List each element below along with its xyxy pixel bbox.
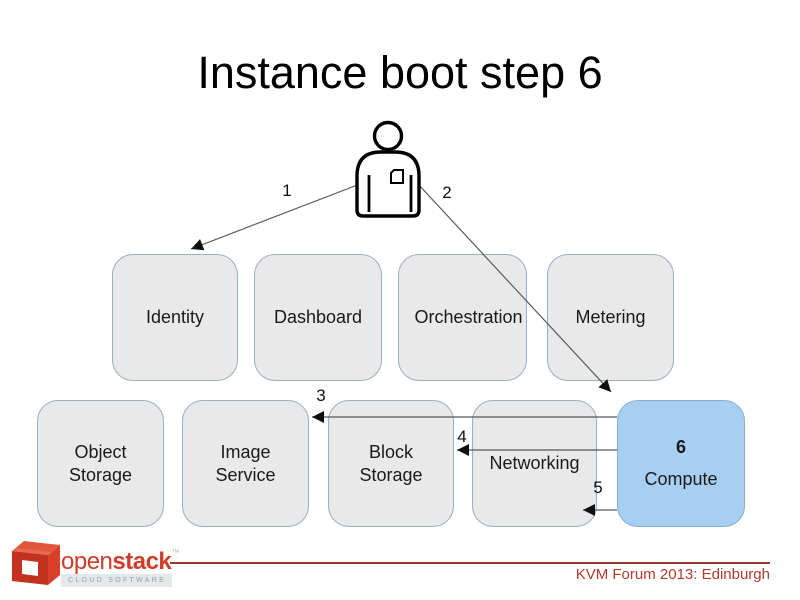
box-label-image-service: Image Service xyxy=(215,442,276,485)
box-label-identity: Identity xyxy=(145,307,205,328)
compute-step-number: 6 xyxy=(675,436,686,457)
slide-title: Instance boot step 6 xyxy=(197,47,603,98)
box-label-orchestration: Orchestration xyxy=(414,307,523,328)
box-object-storage: Object Storage xyxy=(37,400,164,527)
user-head xyxy=(372,120,404,152)
box-networking: Networking xyxy=(472,400,597,527)
openstack-logo-wordmark: openstack™ xyxy=(61,548,179,576)
box-block-storage: Block Storage xyxy=(328,400,454,527)
box-image-service: Image Service xyxy=(182,400,309,527)
box-label-metering: Metering xyxy=(575,307,646,328)
logo-text-stack: stack xyxy=(112,548,172,575)
footer-divider-line xyxy=(170,562,770,564)
arrow-label-4: 4 xyxy=(457,427,467,446)
box-label-dashboard: Dashboard xyxy=(273,307,363,328)
box-dashboard: Dashboard xyxy=(254,254,382,381)
arrow-label-2: 2 xyxy=(442,183,452,202)
box-metering: Metering xyxy=(547,254,674,381)
box-compute: 6 Compute xyxy=(617,400,745,527)
box-identity: Identity xyxy=(112,254,238,381)
arrow-1 xyxy=(190,183,361,251)
arrow-label-3: 3 xyxy=(316,386,326,405)
box-label-block-storage: Block Storage xyxy=(359,442,423,485)
openstack-logo-icon xyxy=(12,541,60,585)
logo-text-open: open xyxy=(61,548,113,575)
logo-trademark: ™ xyxy=(171,548,179,557)
arrow-label-1: 1 xyxy=(282,181,292,200)
user-pocket xyxy=(390,169,404,184)
box-label-compute: Compute xyxy=(644,468,718,489)
box-label-networking: Networking xyxy=(489,453,580,474)
user-body xyxy=(355,150,421,218)
footer-event-text: KVM Forum 2013: Edinburgh xyxy=(575,566,770,583)
logo-subtitle: CLOUD SOFTWARE xyxy=(61,574,173,587)
box-label-object-storage: Object Storage xyxy=(68,442,133,485)
user-icon xyxy=(355,120,421,218)
box-orchestration: Orchestration xyxy=(398,254,527,381)
